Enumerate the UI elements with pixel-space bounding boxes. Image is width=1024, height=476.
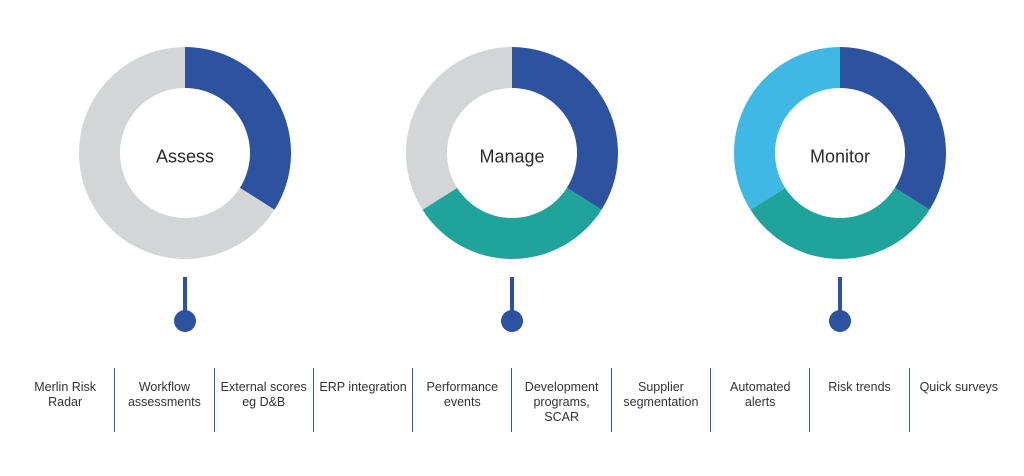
connector-stem-manage [510, 277, 514, 319]
connector-stem-assess [183, 277, 187, 319]
feature-label: ERP integration [319, 380, 407, 394]
feature-item: Development programs, SCAR [512, 368, 612, 432]
feature-label: Merlin Risk Radar [34, 380, 97, 409]
stage-label-assess: Assess [155, 146, 215, 167]
donut-segment-manage-gray [406, 47, 512, 210]
connector-stem-monitor [838, 277, 842, 319]
feature-label: External scores eg D&B [220, 380, 307, 409]
feature-item: ERP integration [314, 368, 414, 432]
feature-item: Merlin Risk Radar [16, 368, 116, 432]
donut-segment-assess-navy [185, 47, 291, 210]
connector-pin-monitor [829, 310, 851, 332]
feature-label: Development programs, SCAR [524, 380, 599, 424]
feature-item: Performance events [413, 368, 513, 432]
feature-item: Quick surveys [910, 368, 1008, 432]
stage-label-monitor: Monitor [809, 146, 871, 167]
stage-label-manage: Manage [479, 146, 545, 167]
feature-item: External scores eg D&B [215, 368, 314, 432]
feature-label: Supplier segmentation [623, 380, 699, 409]
feature-label: Quick surveys [919, 380, 999, 394]
feature-label: Performance events [426, 380, 499, 409]
donut-segment-monitor-teal [750, 187, 930, 260]
feature-label: Automated alerts [729, 380, 791, 409]
connector-pin-manage [501, 310, 523, 332]
feature-item: Supplier segmentation [612, 368, 712, 432]
donut-segment-manage-navy [512, 47, 619, 210]
feature-label: Workflow assessments [127, 380, 201, 409]
donut-segment-monitor-sky [733, 47, 840, 210]
feature-item: Automated alerts [711, 368, 811, 432]
connector-pin-assess [174, 310, 196, 332]
feature-item: Risk trends [810, 368, 910, 432]
donut-segment-manage-teal [422, 187, 602, 259]
donut-segment-monitor-navy [840, 47, 947, 210]
feature-label: Risk trends [828, 380, 891, 394]
donut-segment-assess-gray [78, 47, 275, 259]
feature-item: Workflow assessments [115, 368, 215, 432]
feature-list: Merlin Risk Radar Workflow assessments E… [16, 368, 1008, 432]
donut-charts [78, 47, 947, 332]
